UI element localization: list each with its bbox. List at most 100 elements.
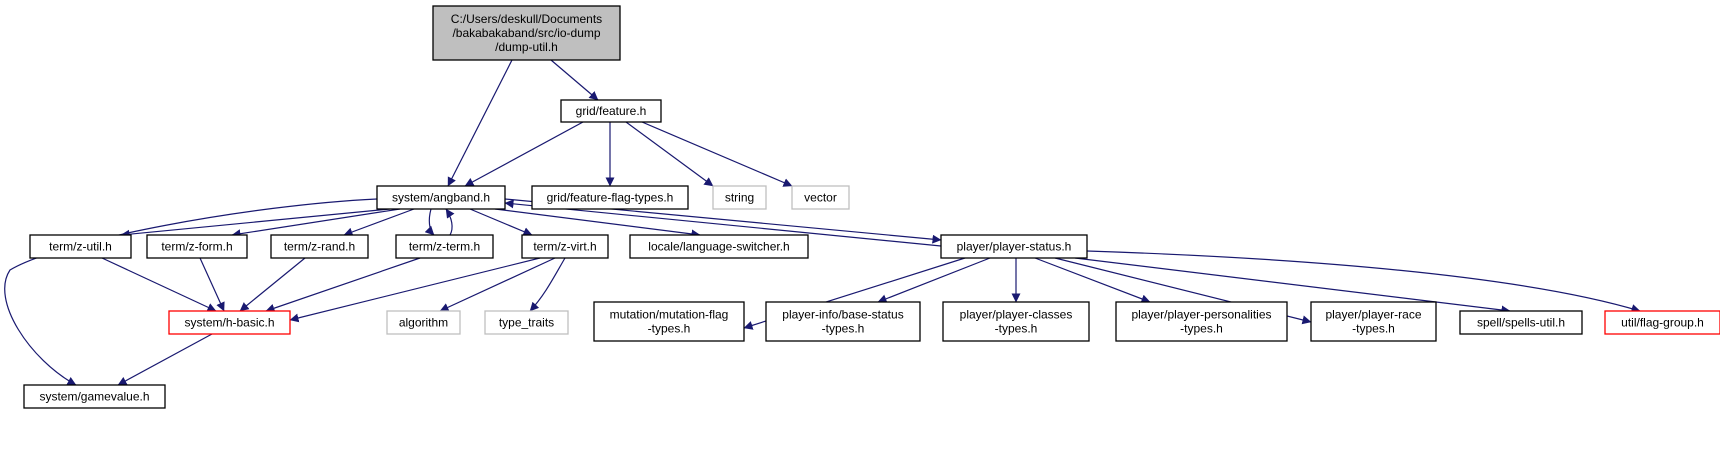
- node-hbasic[interactable]: system/h-basic.h: [168, 310, 291, 335]
- node-zutil[interactable]: term/z-util.h: [29, 234, 132, 259]
- node-angband[interactable]: system/angband.h: [376, 185, 506, 210]
- edge-angband-to-zvirt: [469, 208, 533, 236]
- node-classes[interactable]: player/player-classes-types.h: [942, 301, 1090, 342]
- node-layer: C:/Users/deskull/Documents/bakabakaband/…: [23, 5, 1720, 409]
- edge-pstatus-to-spells: [1074, 257, 1511, 315]
- node-box: [270, 234, 369, 259]
- node-label-line: player/player-status.h: [957, 240, 1072, 254]
- node-label-line: type_traits: [499, 316, 554, 330]
- edge-angband-to-zutil: [120, 208, 391, 239]
- edge-line: [464, 121, 584, 187]
- node-feature-flag[interactable]: grid/feature-flag-types.h: [531, 185, 689, 210]
- edge-line: [550, 59, 599, 101]
- node-label-line: term/z-util.h: [49, 240, 112, 254]
- edge-feature-to-vector: [641, 121, 793, 187]
- edge-root-to-angband: [447, 59, 513, 187]
- node-box: [395, 234, 494, 259]
- edge-line: [239, 257, 306, 312]
- edge-zrand-to-hbasic: [239, 257, 306, 312]
- edge-line: [641, 121, 793, 187]
- node-label-line: player-info/base-status: [782, 308, 903, 322]
- node-label-line: system/angband.h: [392, 191, 490, 205]
- edge-line: [494, 208, 701, 239]
- node-label-line: system/gamevalue.h: [39, 390, 149, 404]
- node-zvirt[interactable]: term/z-virt.h: [521, 234, 609, 259]
- node-zrand[interactable]: term/z-rand.h: [270, 234, 369, 259]
- node-spells[interactable]: spell/spells-util.h: [1459, 310, 1583, 335]
- node-box: [146, 234, 248, 259]
- edge-angband-to-zrand: [343, 208, 415, 237]
- edge-line: [625, 121, 714, 187]
- node-box: [531, 185, 689, 210]
- node-label-line: vector: [804, 191, 837, 205]
- node-label-line: -types.h: [1180, 322, 1223, 336]
- node-label-line: term/z-virt.h: [533, 240, 596, 254]
- node-root: C:/Users/deskull/Documents/bakabakaband/…: [432, 5, 621, 61]
- node-label-line: grid/feature.h: [576, 104, 647, 118]
- node-box: [1115, 301, 1288, 342]
- node-box: [560, 99, 662, 123]
- edge-line: [424, 208, 435, 236]
- node-feature[interactable]: grid/feature.h: [560, 99, 662, 123]
- node-box: [765, 301, 921, 342]
- node-box: [521, 234, 609, 259]
- node-box: [386, 310, 461, 335]
- edge-line: [117, 333, 213, 386]
- node-label-line: string: [725, 191, 754, 205]
- node-string: string: [712, 185, 767, 210]
- edge-line: [469, 208, 533, 236]
- edge-line: [877, 257, 991, 304]
- edge-line: [101, 257, 217, 312]
- node-box: [1459, 310, 1583, 335]
- node-typetraits: type_traits: [484, 310, 569, 335]
- edge-line: [199, 257, 225, 312]
- node-basestatus[interactable]: player-info/base-status-types.h: [765, 301, 921, 342]
- edge-zterm-to-angband: [445, 208, 455, 236]
- edge-line: [1086, 250, 1641, 313]
- edge-pstatus-to-angband: [504, 199, 942, 247]
- edge-pstatus-to-personalities: [1034, 257, 1151, 304]
- edge-zutil-to-hbasic: [101, 257, 217, 312]
- node-box: [942, 301, 1090, 342]
- edge-angband-to-langsw: [494, 208, 701, 239]
- node-label-line: locale/language-switcher.h: [648, 240, 789, 254]
- node-box: [1310, 301, 1437, 342]
- edge-feature-to-string: [625, 121, 714, 187]
- node-pstatus[interactable]: player/player-status.h: [940, 234, 1088, 259]
- edge-line: [231, 208, 401, 239]
- edge-pstatus-to-basestatus: [877, 257, 991, 304]
- edge-line: [529, 257, 566, 312]
- node-box: [712, 185, 767, 210]
- edge-angband-to-zterm: [424, 208, 435, 236]
- node-label-line: C:/Users/deskull/Documents: [451, 12, 602, 26]
- edge-zvirt-to-algorithm: [439, 257, 556, 312]
- node-label-line: /dump-util.h: [495, 40, 558, 54]
- edge-line: [265, 257, 421, 313]
- node-label-line: util/flag-group.h: [1621, 316, 1704, 330]
- node-box: [484, 310, 569, 335]
- edge-angband-to-zform: [231, 208, 401, 239]
- node-flaggroup[interactable]: util/flag-group.h: [1604, 310, 1720, 335]
- node-label-line: spell/spells-util.h: [1477, 316, 1565, 330]
- node-box: [168, 310, 291, 335]
- node-label-line: player/player-race: [1325, 308, 1421, 322]
- node-gamevalue[interactable]: system/gamevalue.h: [23, 384, 166, 409]
- node-zterm[interactable]: term/z-term.h: [395, 234, 494, 259]
- node-race[interactable]: player/player-race-types.h: [1310, 301, 1437, 342]
- node-label-line: -types.h: [648, 322, 691, 336]
- node-box: [23, 384, 166, 409]
- edge-line: [439, 257, 556, 312]
- node-personalities[interactable]: player/player-personalities-types.h: [1115, 301, 1288, 342]
- node-label-line: term/z-rand.h: [284, 240, 355, 254]
- node-mutation[interactable]: mutation/mutation-flag-types.h: [593, 301, 745, 342]
- edge-hbasic-to-gamevalue: [117, 333, 213, 386]
- node-label-line: player/player-personalities: [1131, 308, 1271, 322]
- node-box: [940, 234, 1088, 259]
- edge-zvirt-to-typetraits: [529, 257, 566, 312]
- node-langsw[interactable]: locale/language-switcher.h: [629, 234, 809, 259]
- node-box: [1604, 310, 1720, 335]
- node-zform[interactable]: term/z-form.h: [146, 234, 248, 259]
- node-label-line: term/z-form.h: [161, 240, 232, 254]
- node-label-line: player/player-classes: [960, 308, 1073, 322]
